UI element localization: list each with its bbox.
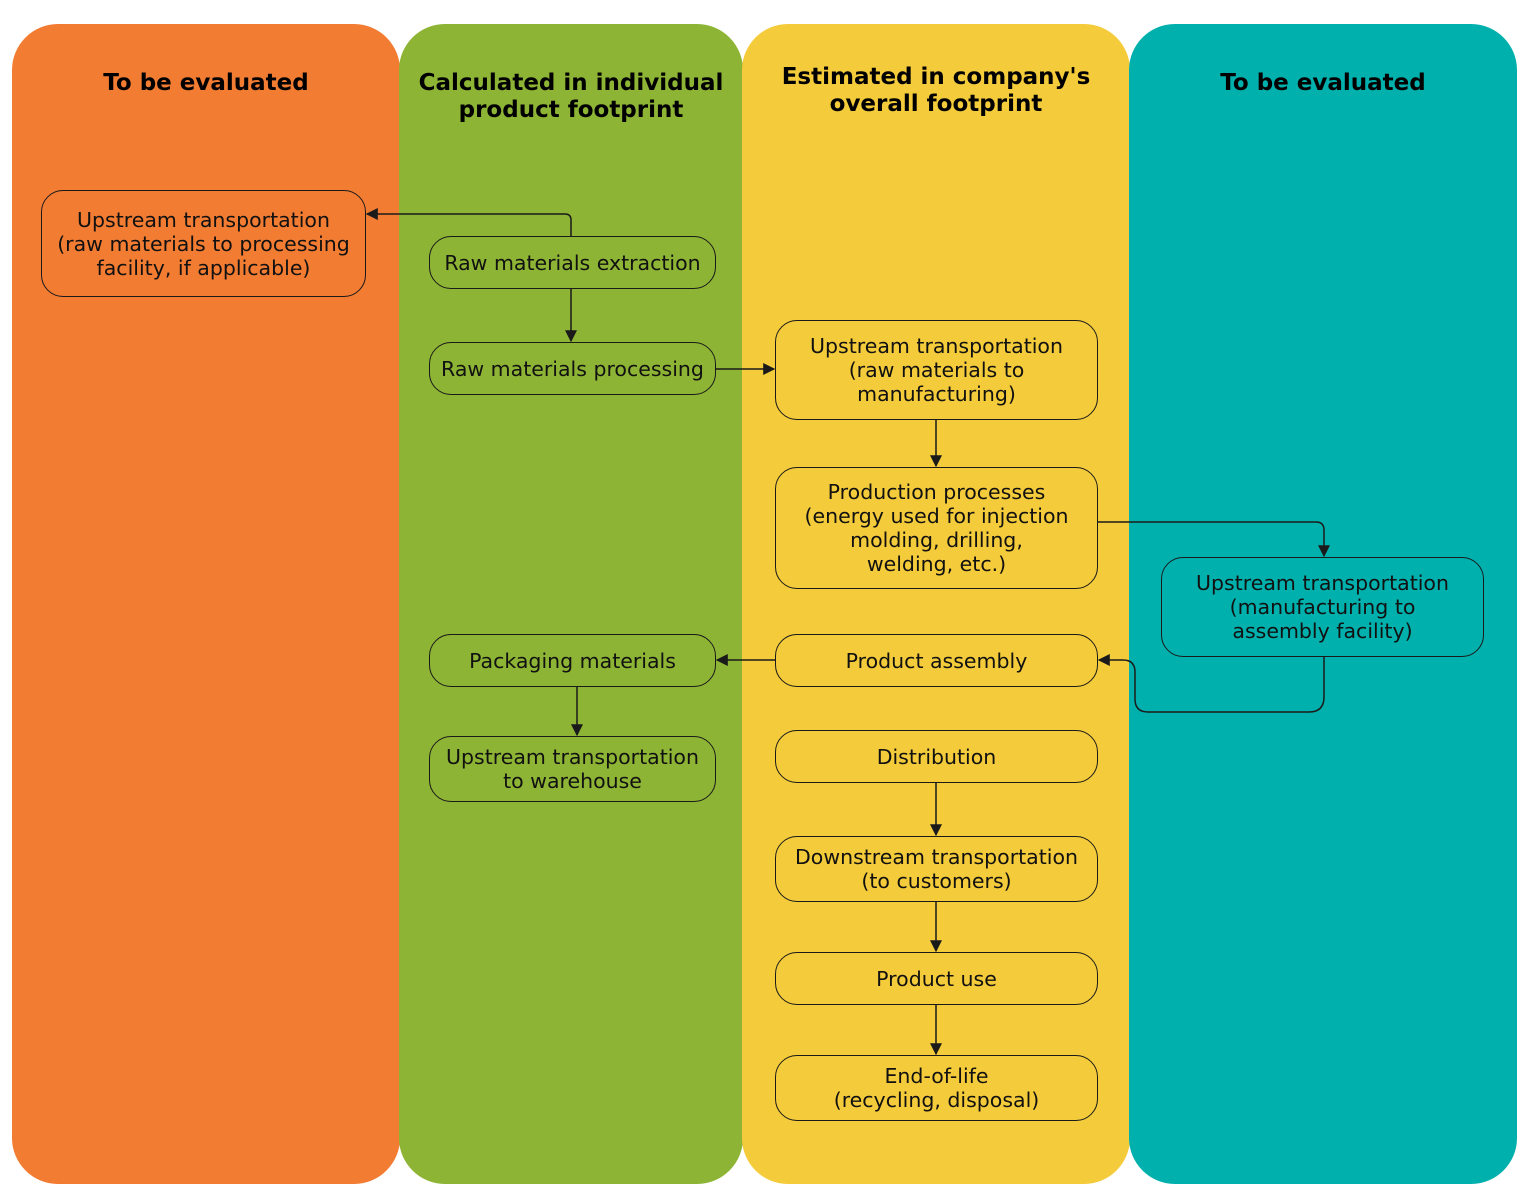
lane-to-be-evaluated-left: To be evaluated <box>12 24 400 1184</box>
node-text-line: Packaging materials <box>469 648 676 673</box>
node-text-line: Upstream transportation <box>810 334 1063 358</box>
arrow-production-to-upstream-assembly <box>1098 521 1330 558</box>
lane-individual-product-footprint: Calculated in individual product footpri… <box>399 24 743 1184</box>
lane-title-line: To be evaluated <box>103 70 309 96</box>
lane-title-line: To be evaluated <box>1220 70 1426 96</box>
node-end-of-life: End-of-life (recycling, disposal) <box>775 1055 1098 1121</box>
lane-title: To be evaluated <box>12 70 400 97</box>
lane-company-overall-footprint: Estimated in company's overall footprint <box>742 24 1130 1184</box>
node-text-line: welding, etc.) <box>866 552 1007 576</box>
node-text-line: Upstream transportation <box>1196 571 1449 595</box>
node-text-line: facility, if applicable) <box>96 255 311 280</box>
node-text-line: Distribution <box>876 744 997 769</box>
lane-title-line: product footprint <box>458 97 684 123</box>
node-text-line: (energy used for injection <box>804 504 1069 528</box>
node-product-assembly: Product assembly <box>775 634 1098 687</box>
lane-title-line: overall footprint <box>829 91 1043 117</box>
node-text-line: Production processes <box>827 480 1046 504</box>
arrow-upstream-assembly-to-assembly <box>1097 654 1325 713</box>
node-upstream-transport-warehouse: Upstream transportation to warehouse <box>429 736 716 802</box>
node-text-line: Raw materials processing <box>441 356 704 381</box>
node-text-line: Upstream transportation <box>77 207 330 232</box>
node-upstream-transport-raw-to-manufacturing: Upstream transportation (raw materials t… <box>775 320 1098 420</box>
node-raw-materials-processing: Raw materials processing <box>429 342 716 395</box>
node-upstream-transport-manufacturing-to-assembly: Upstream transportation (manufacturing t… <box>1161 557 1484 657</box>
node-product-use: Product use <box>775 952 1098 1005</box>
node-text-line: Product assembly <box>845 648 1028 673</box>
node-upstream-transport-raw-to-processing: Upstream transportation (raw materials t… <box>41 190 366 297</box>
node-text-line: End-of-life <box>884 1064 989 1088</box>
lane-title: Calculated in individual product footpri… <box>399 70 743 124</box>
node-text-line: Upstream transportation <box>446 745 699 769</box>
node-distribution: Distribution <box>775 730 1098 783</box>
lane-title: To be evaluated <box>1129 70 1517 97</box>
node-text-line: (raw materials to processing <box>57 231 350 256</box>
node-text-line: Raw materials extraction <box>444 250 701 275</box>
lane-title-line: Calculated in individual <box>418 70 724 96</box>
arrow-extraction-to-upstream-processing <box>365 208 572 236</box>
node-text-line: to warehouse <box>503 769 642 793</box>
node-text-line: (recycling, disposal) <box>833 1088 1040 1112</box>
node-text-line: molding, drilling, <box>850 528 1023 552</box>
lane-to-be-evaluated-right: To be evaluated <box>1129 24 1517 1184</box>
node-text-line: (manufacturing to <box>1229 595 1416 619</box>
lane-title: Estimated in company's overall footprint <box>742 64 1130 118</box>
node-text-line: (raw materials to <box>848 358 1025 382</box>
node-text-line: (to customers) <box>861 869 1012 893</box>
node-text-line: Downstream transportation <box>795 845 1078 869</box>
node-production-processes: Production processes (energy used for in… <box>775 467 1098 589</box>
node-raw-materials-extraction: Raw materials extraction <box>429 236 716 289</box>
lane-title-line: Estimated in company's <box>781 64 1091 90</box>
node-packaging-materials: Packaging materials <box>429 634 716 687</box>
node-text-line: Product use <box>876 966 997 991</box>
node-text-line: assembly facility) <box>1232 619 1413 643</box>
node-downstream-transport: Downstream transportation (to customers) <box>775 836 1098 902</box>
node-text-line: manufacturing) <box>857 382 1016 406</box>
